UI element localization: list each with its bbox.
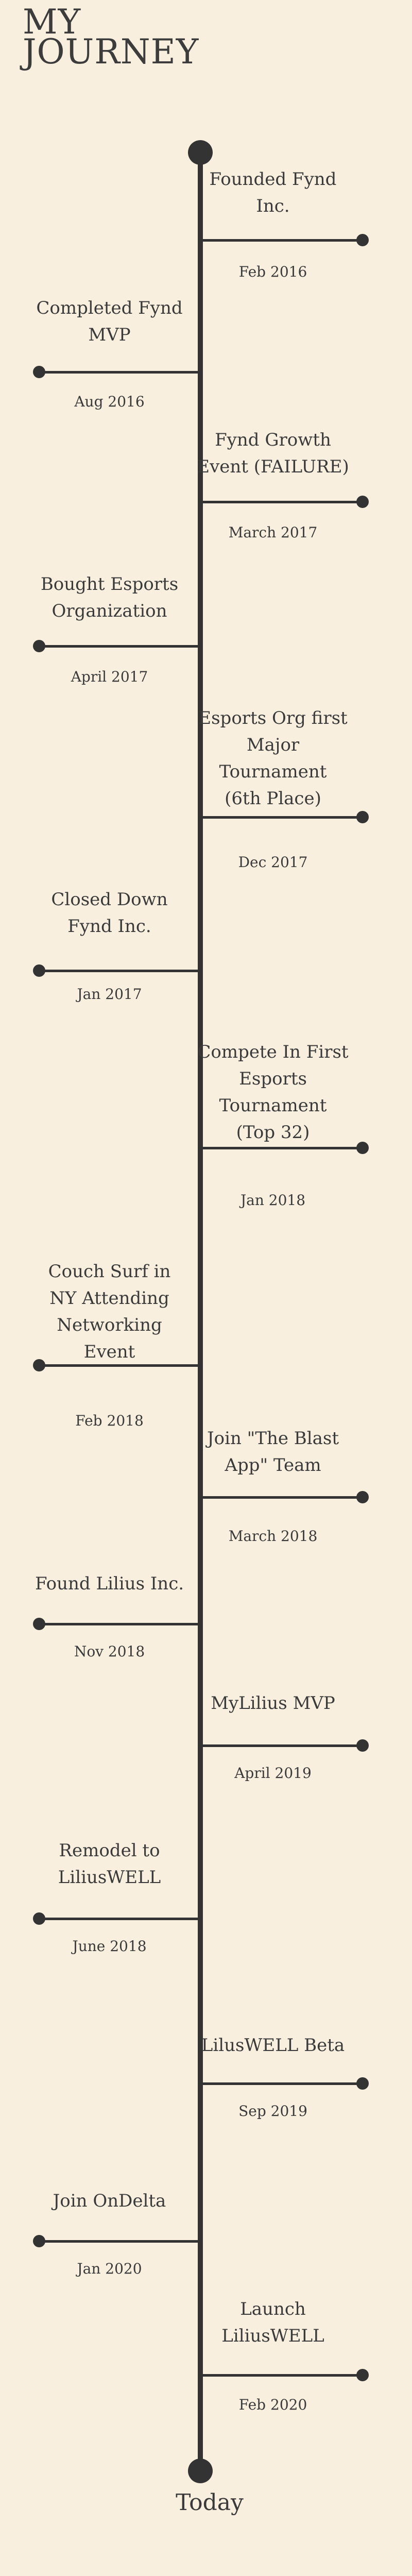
event-connector-line [200,501,363,503]
event-title-line: Networking [57,1315,162,1335]
event-date: Feb 2018 [75,1412,144,1429]
event-date: Sep 2019 [238,2103,307,2120]
event-title-line: Inc. [256,196,290,216]
event-title-line: Tournament [219,1095,327,1116]
event-title-line: MVP [88,325,131,345]
event-date: Jan 2018 [240,1192,306,1209]
event-marker-dot [33,1618,45,1630]
event-title-line: Join OnDelta [53,2191,166,2211]
event-connector-line [39,645,200,648]
event-title-line: Remodel to [59,1840,160,1861]
title-line-2: JOURNEY [23,32,199,72]
event-title-line: Closed Down [51,889,168,910]
event-date: April 2019 [234,1765,312,1782]
event-date: Aug 2016 [74,393,145,410]
event-marker-dot [356,2077,369,2090]
event-marker-dot [33,1912,45,1925]
event-connector-line [200,239,363,242]
event-date: Feb 2016 [238,263,307,280]
timeline-end-dot [188,2459,213,2483]
event-connector-line [200,1496,363,1499]
event-title-line: MyLilius MVP [211,1693,335,1714]
event-connector-line [39,371,200,374]
event-marker-dot [356,1142,369,1154]
event-title-line: Couch Surf in [48,1261,171,1282]
event-marker-dot [356,1739,369,1752]
event-title: Remodel to LiliusWELL [28,1837,191,1891]
event-marker-dot [356,811,369,823]
event-title-line: (Top 32) [236,1122,310,1143]
event-title: Join OnDelta [28,2188,191,2214]
event-marker-dot [356,1491,369,1503]
event-date: Nov 2018 [74,1643,145,1660]
event-date: March 2017 [228,524,318,541]
event-title: Found Lilius Inc. [28,1570,191,1597]
event-connector-line [200,1147,363,1149]
event-title-line: Organization [52,601,167,621]
event-connector-line [200,816,363,819]
event-title-line: (6th Place) [225,788,321,809]
timeline-spine [198,152,203,2471]
event-title-line: LilusWELL Beta [201,2035,345,2056]
event-title-line: LiliusWELL [58,1867,161,1888]
event-title-line: Join "The Blast [207,1428,339,1449]
title-line-1: MY [23,2,81,42]
event-title-line: Esports Org first [198,708,348,728]
event-marker-dot [356,496,369,508]
event-marker-dot [33,964,45,977]
event-title-line: Fynd Growth [215,430,331,450]
event-marker-dot [33,366,45,378]
event-date: March 2018 [228,1528,318,1545]
event-date: Jan 2020 [77,2260,142,2277]
event-connector-line [39,1623,200,1625]
event-connector-line [200,2374,363,2377]
event-connector-line [39,970,200,972]
event-date: June 2018 [72,1938,147,1955]
event-title: LilusWELL Beta [196,2032,350,2059]
event-title-line: LiliusWELL [221,2326,324,2346]
event-date: Dec 2017 [238,854,308,871]
event-date: Feb 2020 [238,2396,307,2413]
event-title-line: Launch [240,2299,306,2319]
event-title-line: Event [83,1342,135,1362]
event-title-line: Major [246,735,300,755]
event-title-line: Founded Fynd [209,169,337,190]
timeline-end-label: Today [176,2489,244,2516]
event-title-line: App" Team [225,1455,321,1476]
event-title: MyLilius MVP [196,1690,350,1717]
event-title-line: Fynd Inc. [67,916,151,937]
event-connector-line [39,2240,200,2243]
event-marker-dot [33,2235,45,2247]
event-marker-dot [356,234,369,246]
event-date: Jan 2017 [77,986,142,1003]
event-title-line: Found Lilius Inc. [35,1573,184,1594]
event-title-line: Completed Fynd [36,298,183,318]
event-title-line: Bought Esports [40,574,179,595]
timeline-start-dot [188,140,213,165]
event-connector-line [200,1744,363,1747]
event-date: April 2017 [71,668,148,685]
event-connector-line [200,2082,363,2085]
page-title: MY JOURNEY [23,5,208,69]
event-connector-line [39,1918,200,1920]
event-marker-dot [33,1359,45,1371]
event-title-line: Compete In First [197,1042,349,1062]
event-title-line: Event (FAILURE) [197,456,349,477]
event-marker-dot [33,640,45,652]
event-marker-dot [356,2369,369,2381]
event-title-line: Esports [239,1069,307,1089]
event-title-line: Tournament [219,761,327,782]
event-title-line: NY Attending [49,1288,169,1309]
event-connector-line [39,1364,200,1367]
